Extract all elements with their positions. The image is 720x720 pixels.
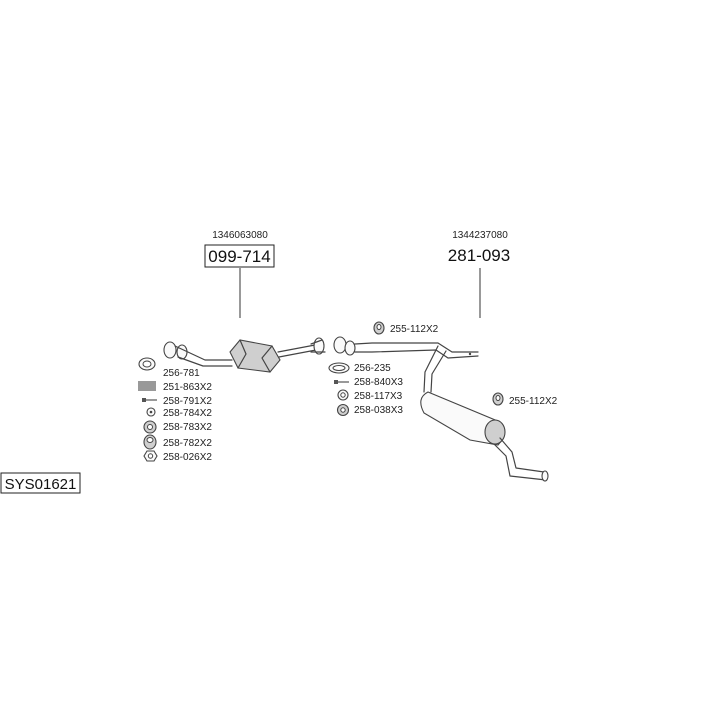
hardware-list-left: 256-781 251-863X2 258-791X2 258- [138, 357, 212, 463]
hardware-item[interactable]: 258-791X2 [142, 396, 212, 407]
hardware-item[interactable]: 256-235 [328, 362, 391, 374]
system-code: SYS01621 [5, 476, 77, 493]
hardware-item[interactable]: 251-863X2 [138, 381, 212, 393]
hardware-list-mid: 256-235 258-840X3 258-117X3 258-038X3 [328, 362, 404, 417]
catalytic-part-box[interactable] [204, 244, 275, 268]
hardware-item[interactable]: 258-782X2 [143, 434, 212, 450]
silencer-part-number[interactable]: 281-093 [448, 246, 510, 265]
hardware-item[interactable]: 258-026X2 [143, 450, 212, 463]
svg-text:256-781: 256-781 [163, 368, 200, 379]
svg-text:258-782X2: 258-782X2 [163, 438, 212, 449]
hardware-item[interactable]: 258-783X2 [143, 420, 212, 434]
svg-text:258-784X2: 258-784X2 [163, 408, 212, 419]
svg-text:255-112X2: 255-112X2 [390, 324, 439, 335]
hardware-item[interactable]: 258-038X3 [336, 403, 404, 417]
hanger-item[interactable]: 255-112X2 [373, 321, 439, 335]
svg-text:258-117X3: 258-117X3 [354, 391, 403, 402]
hardware-item[interactable]: 258-784X2 [146, 407, 212, 419]
svg-text:258-840X3: 258-840X3 [354, 377, 403, 388]
silencer-part[interactable] [333, 336, 549, 482]
svg-text:258-791X2: 258-791X2 [163, 396, 212, 407]
spring-icon [138, 381, 156, 391]
svg-text:258-026X2: 258-026X2 [163, 452, 212, 463]
hardware-item[interactable]: 258-117X3 [337, 389, 403, 402]
catalytic-assembly: 1346063080 099-714 [163, 230, 326, 373]
hanger-item[interactable]: 255-112X2 [492, 392, 558, 407]
system-code-label: SYS01621 [0, 472, 81, 494]
svg-text:251-863X2: 251-863X2 [163, 382, 212, 393]
bolt-icon [142, 398, 157, 402]
svg-text:258-038X3: 258-038X3 [354, 405, 403, 416]
catalytic-oe-number: 1346063080 [212, 230, 268, 241]
svg-text:255-112X2: 255-112X2 [509, 396, 558, 407]
svg-text:258-783X2: 258-783X2 [163, 422, 212, 433]
silencer-assembly: 1344237080 281-093 [333, 230, 549, 482]
bolt-icon [334, 380, 349, 384]
hardware-item[interactable]: 258-840X3 [334, 377, 403, 388]
catalytic-converter-part[interactable] [163, 337, 326, 373]
hardware-item[interactable]: 256-781 [138, 357, 200, 379]
svg-text:256-235: 256-235 [354, 363, 391, 374]
silencer-oe-number: 1344237080 [452, 230, 508, 241]
catalytic-part-number[interactable]: 099-714 [208, 247, 270, 266]
